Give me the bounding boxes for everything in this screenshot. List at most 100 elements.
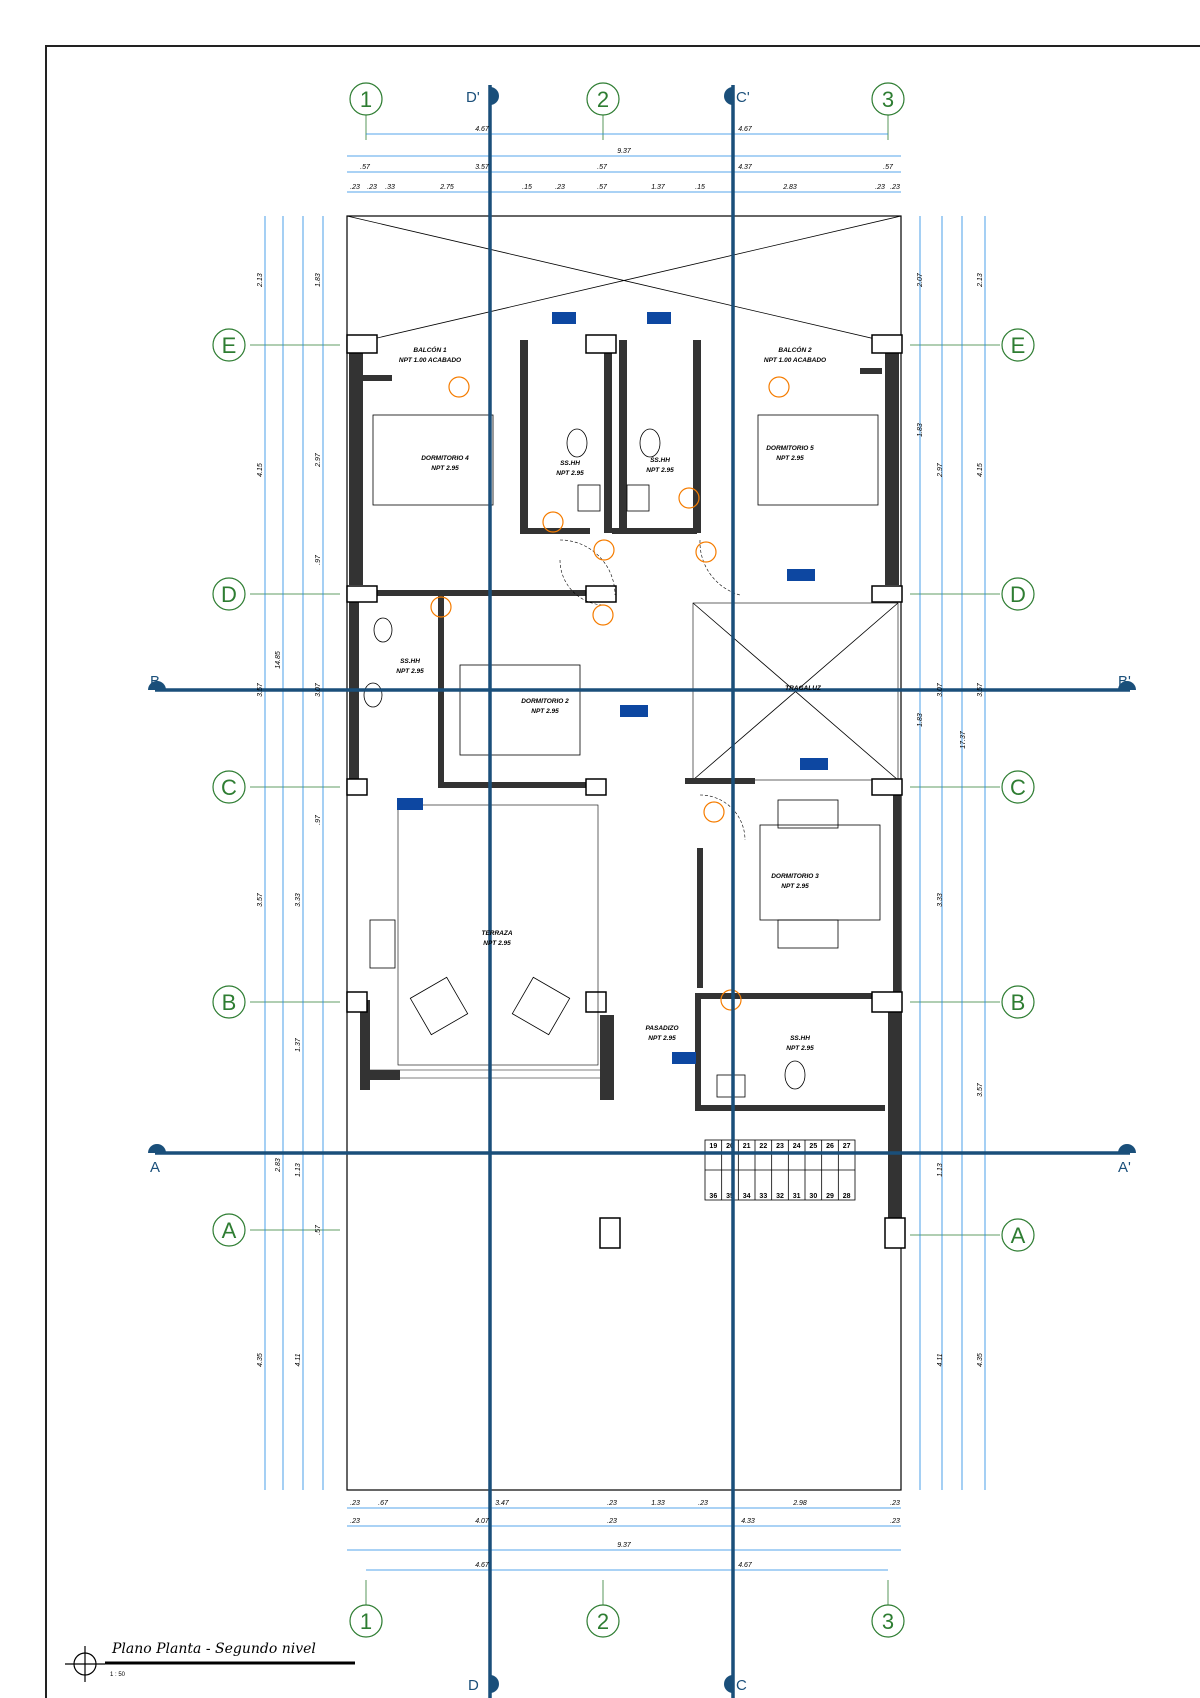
dim-left2-d: 3.07 xyxy=(315,682,322,697)
dim-top-4f: .23 xyxy=(555,184,565,191)
dim-right-c: 3.57 xyxy=(977,682,984,697)
dim-top-2: 9.37 xyxy=(617,148,632,155)
room-sub-dormitorio-4: NPT 2.95 xyxy=(431,465,459,472)
dim-right-d: 3.57 xyxy=(977,1082,984,1097)
room-sub-pasadizo: NPT 2.95 xyxy=(648,1035,676,1042)
room-sub-dormitorio-5: NPT 2.95 xyxy=(776,455,804,462)
dim-right2-g: 1.13 xyxy=(937,1163,944,1177)
room-label-balcon-1: BALCÓN 1 xyxy=(413,345,447,354)
dim-top-1b: 4.67 xyxy=(738,126,753,133)
dim-right2-c: 2.97 xyxy=(937,462,944,478)
stair-step-number: 33 xyxy=(759,1193,767,1200)
section-lines xyxy=(155,85,1130,1698)
section-label-B-left: B xyxy=(150,673,160,690)
stair-step-number: 19 xyxy=(709,1143,717,1150)
dim-top-4e: .15 xyxy=(522,184,532,191)
dim-top-4c: .33 xyxy=(385,184,395,191)
drawing-scale: 1 : 50 xyxy=(110,1672,126,1678)
grid-label-D-right: D xyxy=(1010,582,1026,607)
grid-label-C-left: C xyxy=(221,775,237,800)
room-label-sshh-4: SS.HH xyxy=(790,1035,810,1042)
dim-left-c: 3.57 xyxy=(257,682,264,697)
bed-furniture xyxy=(372,414,881,949)
dim-left-e: 2.83 xyxy=(275,1158,282,1173)
grid-label-B-right: B xyxy=(1011,990,1026,1015)
room-sub-dormitorio-3: NPT 2.95 xyxy=(781,883,809,890)
stair-step-number: 21 xyxy=(743,1143,751,1150)
room-sub-sshh-4: NPT 2.95 xyxy=(786,1045,814,1052)
stair-step-number: 27 xyxy=(843,1143,851,1150)
room-sub-dormitorio-2: NPT 2.95 xyxy=(531,708,559,715)
columns xyxy=(346,334,906,1249)
dim-right-b: 4.15 xyxy=(977,463,984,477)
stair-step-number: 30 xyxy=(809,1193,817,1200)
stair-step-number: 25 xyxy=(809,1143,817,1150)
room-label-sshh-3: SS.HH xyxy=(400,658,420,665)
dim-left-b: 4.15 xyxy=(257,463,264,477)
room-label-terraza: TERRAZA xyxy=(481,930,512,937)
dim-top-3a: .57 xyxy=(360,164,371,171)
door-tags xyxy=(430,376,790,1011)
window-tags xyxy=(397,312,828,1064)
dim-top-4h: 1.37 xyxy=(651,184,666,191)
dim-right-e: 4.35 xyxy=(977,1353,984,1367)
stair-step-number: 23 xyxy=(776,1143,784,1150)
void-top xyxy=(346,215,902,346)
walls xyxy=(349,340,902,1228)
dim-top-4l: .23 xyxy=(890,184,900,191)
dim-top-3d: 4.37 xyxy=(738,164,753,171)
stair-step-number: 32 xyxy=(776,1193,784,1200)
dim-bot-4a: 4.67 xyxy=(475,1562,490,1569)
dim-left2-i: .57 xyxy=(315,1224,322,1235)
room-sub-sshh-1: NPT 2.95 xyxy=(556,470,584,477)
room-sub-balcon-2: NPT 1.00 ACABADO xyxy=(764,357,826,364)
dim-left2-f: 3.33 xyxy=(295,893,302,907)
dim-left2-h: 1.13 xyxy=(295,1163,302,1177)
grid-label-1-bottom: 1 xyxy=(360,1609,372,1634)
grid-label-D-left: D xyxy=(221,582,237,607)
dim-right2-d: 1.83 xyxy=(917,713,924,727)
dim-top-3c: .57 xyxy=(597,164,608,171)
room-label-dormitorio-5: DORMITORIO 5 xyxy=(766,445,814,452)
section-label-C-top: C' xyxy=(736,89,750,106)
room-label-balcon-2: BALCÓN 2 xyxy=(778,345,812,354)
north-symbol xyxy=(65,1646,105,1682)
stair-step-number: 35 xyxy=(726,1193,734,1200)
dim-top-4k: .23 xyxy=(875,184,885,191)
grid-label-B-left: B xyxy=(222,990,237,1015)
dim-top-3b: 3.57 xyxy=(475,164,490,171)
dim-top-1a: 4.67 xyxy=(475,126,490,133)
dim-left2-c: .97 xyxy=(315,554,322,565)
sheet-frame xyxy=(45,45,1200,1698)
section-label-C-bottom: C xyxy=(736,1677,747,1694)
stair-step-number: 28 xyxy=(843,1193,851,1200)
dim-right-a: 2.13 xyxy=(977,273,984,288)
drawing-title: Plano Planta - Segundo nivel xyxy=(111,1641,316,1657)
dim-left2-b: 2.97 xyxy=(315,452,322,468)
dim-bot-1e: 1.33 xyxy=(651,1500,665,1507)
grid-label-C-right: C xyxy=(1010,775,1026,800)
dim-top-4d: 2.75 xyxy=(439,184,454,191)
grid-label-E-right: E xyxy=(1011,333,1026,358)
dim-top-4g: .57 xyxy=(597,184,608,191)
dim-bot-1h: .23 xyxy=(890,1500,900,1507)
grid-label-A-right: A xyxy=(1011,1223,1026,1248)
section-markers xyxy=(148,87,1136,1693)
stair-step-number: 34 xyxy=(743,1193,751,1200)
dim-bot-2b: 4.07 xyxy=(475,1518,490,1525)
dim-top-4i: .15 xyxy=(695,184,705,191)
room-sub-sshh-2: NPT 2.95 xyxy=(646,467,674,474)
dim-left2-a: 1.83 xyxy=(315,273,322,287)
stair-step-number: 36 xyxy=(709,1193,717,1200)
grid-label-1-top: 1 xyxy=(360,87,372,112)
section-label-D-bottom: D xyxy=(468,1677,479,1694)
dim-bot-1d: .23 xyxy=(607,1500,617,1507)
dim-left2-g: 1.37 xyxy=(295,1037,302,1052)
dim-right2-b: 1.83 xyxy=(917,423,924,437)
grid-label-3-bottom: 3 xyxy=(882,1609,894,1634)
dim-bot-2a: .23 xyxy=(350,1518,360,1525)
